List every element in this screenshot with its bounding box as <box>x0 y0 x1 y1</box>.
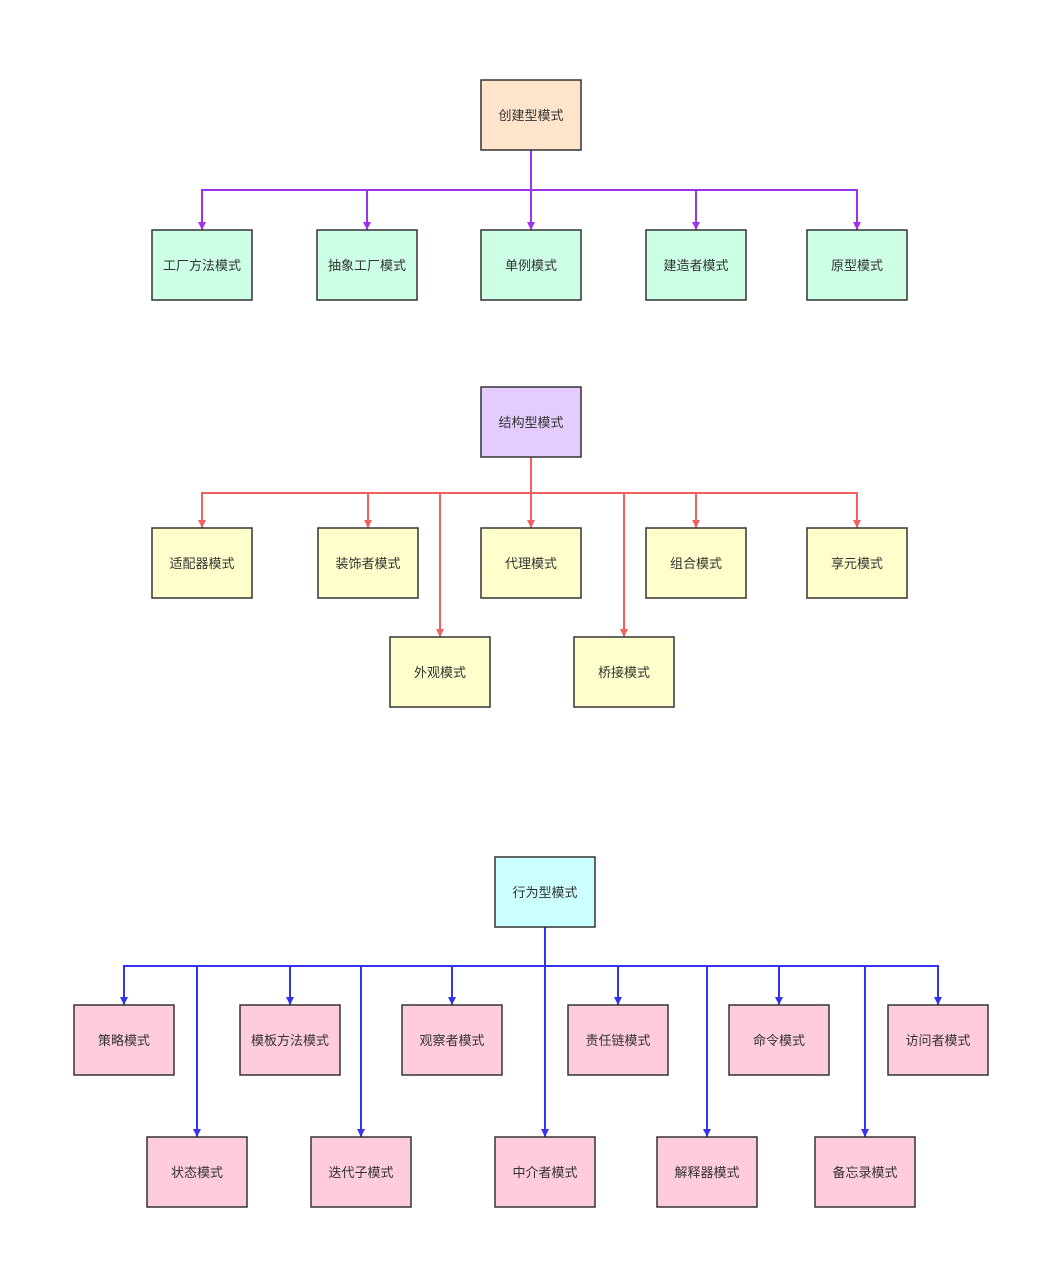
behavioral-child-node-label: 模板方法模式 <box>251 1033 329 1049</box>
behavioral-child-node[interactable]: 迭代子模式 <box>310 1136 412 1208</box>
behavioral-child-node-label: 访问者模式 <box>905 1034 970 1049</box>
structural-child-node-box <box>480 527 582 599</box>
creational-child-node-box <box>806 229 908 301</box>
behavioral-child-node-label: 策略模式 <box>98 1033 150 1049</box>
structural-child-node[interactable]: 组合模式 <box>645 527 747 599</box>
structural-child-node-box <box>573 636 675 708</box>
creational-child-node[interactable]: 抽象工厂模式 <box>316 229 418 301</box>
creational-child-node-box <box>151 229 253 301</box>
behavioral-child-node[interactable]: 访问者模式 <box>887 1004 989 1076</box>
edge-behavioral-10 <box>544 927 869 1137</box>
behavioral-child-node-label: 解释器模式 <box>674 1166 739 1181</box>
behavioral-root-node[interactable]: 行为型模式 <box>494 856 596 928</box>
behavioral-child-node[interactable]: 命令模式 <box>728 1004 830 1076</box>
creational-child-node-box <box>316 229 418 301</box>
structural-root-node[interactable]: 结构型模式 <box>480 386 582 458</box>
edge-creational-1 <box>363 150 532 230</box>
behavioral-child-node[interactable]: 模板方法模式 <box>239 1004 341 1076</box>
behavioral-root-node-box <box>494 856 596 928</box>
behavioral-child-node-label: 命令模式 <box>753 1033 805 1049</box>
creational-child-node-box <box>480 229 582 301</box>
structural-child-node[interactable]: 外观模式 <box>389 636 491 708</box>
creational-child-node-label: 抽象工厂模式 <box>328 259 406 274</box>
structural-child-node-label: 适配器模式 <box>169 557 234 572</box>
structural-child-node-box <box>389 636 491 708</box>
behavioral-child-node-box <box>401 1004 503 1076</box>
creational-child-node-label: 建造者模式 <box>663 259 728 274</box>
behavioral-root-node-label: 行为型模式 <box>512 886 577 901</box>
behavioral-child-node[interactable]: 备忘录模式 <box>814 1136 916 1208</box>
behavioral-child-node-label: 状态模式 <box>171 1166 223 1181</box>
behavioral-child-node-box <box>728 1004 830 1076</box>
structural-child-node-label: 组合模式 <box>670 557 722 572</box>
creational-root-node-box <box>480 79 582 151</box>
behavioral-child-node-box <box>567 1004 669 1076</box>
behavioral-child-node-label: 观察者模式 <box>419 1034 484 1049</box>
structural-root-node-label: 结构型模式 <box>498 416 563 431</box>
creational-child-node-box <box>645 229 747 301</box>
creational-root-node-label: 创建型模式 <box>498 109 563 124</box>
behavioral-child-node[interactable]: 策略模式 <box>73 1004 175 1076</box>
behavioral-child-node-box <box>310 1136 412 1208</box>
structural-child-node[interactable]: 桥接模式 <box>573 636 675 708</box>
behavioral-child-node[interactable]: 观察者模式 <box>401 1004 503 1076</box>
structural-child-node[interactable]: 代理模式 <box>480 527 582 599</box>
behavioral-child-node-label: 中介者模式 <box>512 1166 577 1181</box>
structural-child-node-box <box>806 527 908 599</box>
edge-creational-4 <box>530 150 861 230</box>
creational-child-node[interactable]: 单例模式 <box>480 229 582 301</box>
edges <box>120 150 942 1137</box>
structural-root-node-box <box>480 386 582 458</box>
structural-child-node-label: 桥接模式 <box>598 665 650 681</box>
creational-child-node-label: 原型模式 <box>831 259 883 274</box>
structural-child-node-box <box>645 527 747 599</box>
structural-child-node-label: 外观模式 <box>414 666 466 681</box>
structural-child-node-box <box>317 527 419 599</box>
behavioral-child-node-label: 责任链模式 <box>585 1034 650 1049</box>
behavioral-child-node-box <box>814 1136 916 1208</box>
structural-child-node-label: 装饰者模式 <box>335 557 400 572</box>
creational-child-node-label: 单例模式 <box>505 259 557 274</box>
behavioral-child-node[interactable]: 中介者模式 <box>494 1136 596 1208</box>
structural-child-node[interactable]: 装饰者模式 <box>317 527 419 599</box>
creational-child-node[interactable]: 建造者模式 <box>645 229 747 301</box>
structural-child-node[interactable]: 适配器模式 <box>151 527 253 599</box>
structural-child-node-label: 代理模式 <box>505 557 557 572</box>
creational-child-node-label: 工厂方法模式 <box>163 258 241 274</box>
creational-child-node[interactable]: 原型模式 <box>806 229 908 301</box>
behavioral-child-node[interactable]: 责任链模式 <box>567 1004 669 1076</box>
behavioral-child-node-box <box>73 1004 175 1076</box>
structural-child-node[interactable]: 享元模式 <box>806 527 908 599</box>
behavioral-child-node-box <box>656 1136 758 1208</box>
creational-root-node[interactable]: 创建型模式 <box>480 79 582 151</box>
structural-child-node-label: 享元模式 <box>831 556 883 572</box>
behavioral-child-node-box <box>494 1136 596 1208</box>
behavioral-child-node[interactable]: 解释器模式 <box>656 1136 758 1208</box>
behavioral-child-node-box <box>887 1004 989 1076</box>
behavioral-child-node-box <box>146 1136 248 1208</box>
behavioral-child-node[interactable]: 状态模式 <box>146 1136 248 1208</box>
behavioral-child-node-box <box>239 1004 341 1076</box>
behavioral-child-node-label: 迭代子模式 <box>328 1166 393 1181</box>
behavioral-child-node-label: 备忘录模式 <box>832 1165 897 1181</box>
structural-child-node-box <box>151 527 253 599</box>
edge-structural-6 <box>530 457 628 637</box>
creational-child-node[interactable]: 工厂方法模式 <box>151 229 253 301</box>
